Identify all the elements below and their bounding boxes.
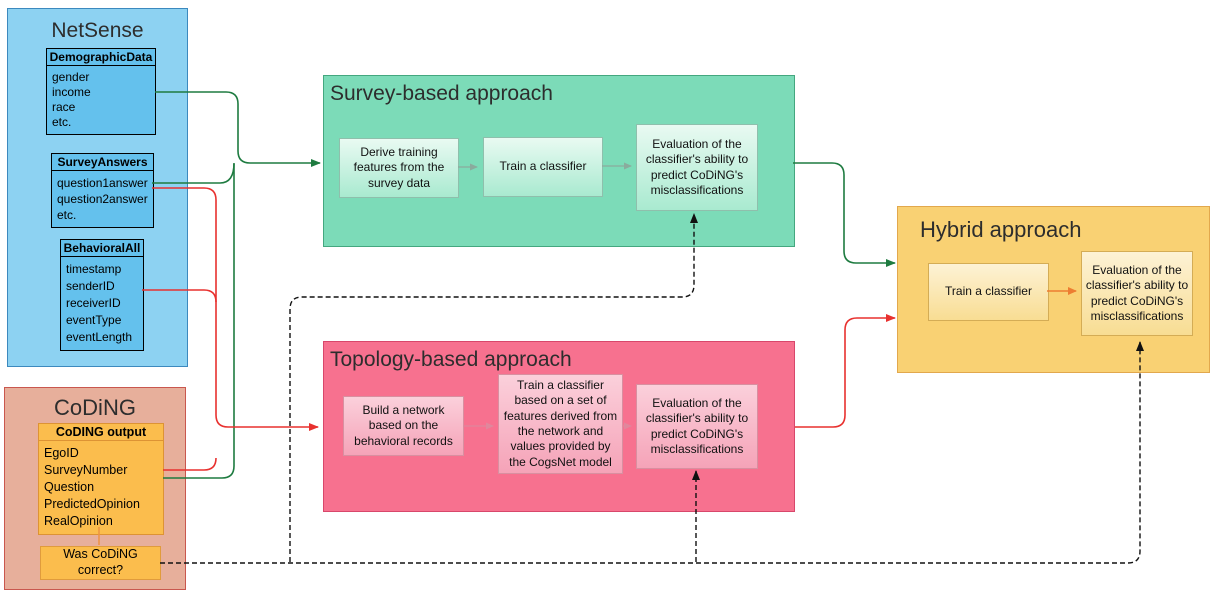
table-row: etc. — [57, 208, 77, 222]
topology-step-evaluation: Evaluation of the classifier's ability t… — [636, 384, 758, 469]
survey-step-train-classifier: Train a classifier — [483, 137, 603, 197]
demographic-data-table-body: gender income race etc. — [47, 66, 155, 134]
survey-approach-title: Survey-based approach — [330, 82, 553, 105]
coding-output-table-body: EgoID SurveyNumber Question PredictedOpi… — [39, 441, 163, 534]
table-row: eventLength — [66, 330, 133, 344]
topology-approach-title: Topology-based approach — [330, 348, 572, 371]
table-row: income — [52, 85, 91, 99]
topology-step-build-network: Build a network based on the behavioral … — [343, 396, 464, 456]
survey-step-derive-features: Derive training features from the survey… — [339, 138, 459, 198]
table-row: gender — [52, 70, 90, 84]
arrow-topology-to-hybrid — [795, 314, 896, 428]
table-row: question2answer — [57, 192, 148, 206]
survey-approach-container: Survey-based approach Derive training fe… — [323, 75, 795, 247]
hybrid-step-evaluation: Evaluation of the classifier's ability t… — [1081, 251, 1193, 336]
arrow-survey-to-hybrid — [793, 162, 896, 267]
was-coding-correct-box: Was CoDiNG correct? — [40, 546, 161, 580]
table-row: question1answer — [57, 176, 148, 190]
behavioral-all-table-header: BehavioralAll — [61, 240, 143, 257]
table-row: PredictedOpinion — [44, 497, 140, 511]
table-row: senderID — [66, 279, 115, 293]
table-row: race — [52, 100, 76, 114]
survey-answers-table-header: SurveyAnswers — [52, 154, 153, 171]
netsense-container: NetSense DemographicData gender income r… — [7, 8, 188, 367]
table-row: RealOpinion — [44, 514, 113, 528]
demographic-data-table: DemographicData gender income race etc. — [46, 48, 156, 135]
netsense-title: NetSense — [51, 19, 144, 42]
survey-answers-table: SurveyAnswers question1answer question2a… — [51, 153, 154, 228]
table-row: EgoID — [44, 446, 79, 460]
behavioral-all-table-body: timestamp senderID receiverID eventType … — [61, 257, 143, 350]
table-row: Question — [44, 480, 95, 494]
survey-step-evaluation: Evaluation of the classifier's ability t… — [636, 124, 758, 211]
coding-output-table-header: CoDING output — [39, 424, 163, 441]
behavioral-all-table: BehavioralAll timestamp senderID receive… — [60, 239, 144, 351]
table-row: etc. — [52, 115, 72, 129]
demographic-data-table-header: DemographicData — [47, 49, 155, 66]
hybrid-step-train-classifier: Train a classifier — [928, 263, 1049, 321]
hybrid-approach-title: Hybrid approach — [920, 217, 1082, 242]
table-row: timestamp — [66, 262, 122, 276]
coding-title: CoDiNG — [54, 395, 136, 420]
coding-container: CoDiNG CoDING output EgoID SurveyNumber … — [4, 387, 186, 590]
survey-answers-table-body: question1answer question2answer etc. — [52, 171, 153, 227]
topology-step-train-classifier: Train a classifier based on a set of fea… — [498, 374, 623, 474]
table-row: receiverID — [66, 296, 121, 310]
table-row: SurveyNumber — [44, 463, 128, 477]
hybrid-approach-container: Hybrid approach Train a classifier Evalu… — [897, 206, 1210, 373]
coding-output-table: CoDING output EgoID SurveyNumber Questio… — [38, 423, 164, 535]
table-row: eventType — [66, 313, 122, 327]
topology-approach-container: Topology-based approach Build a network … — [323, 341, 795, 512]
